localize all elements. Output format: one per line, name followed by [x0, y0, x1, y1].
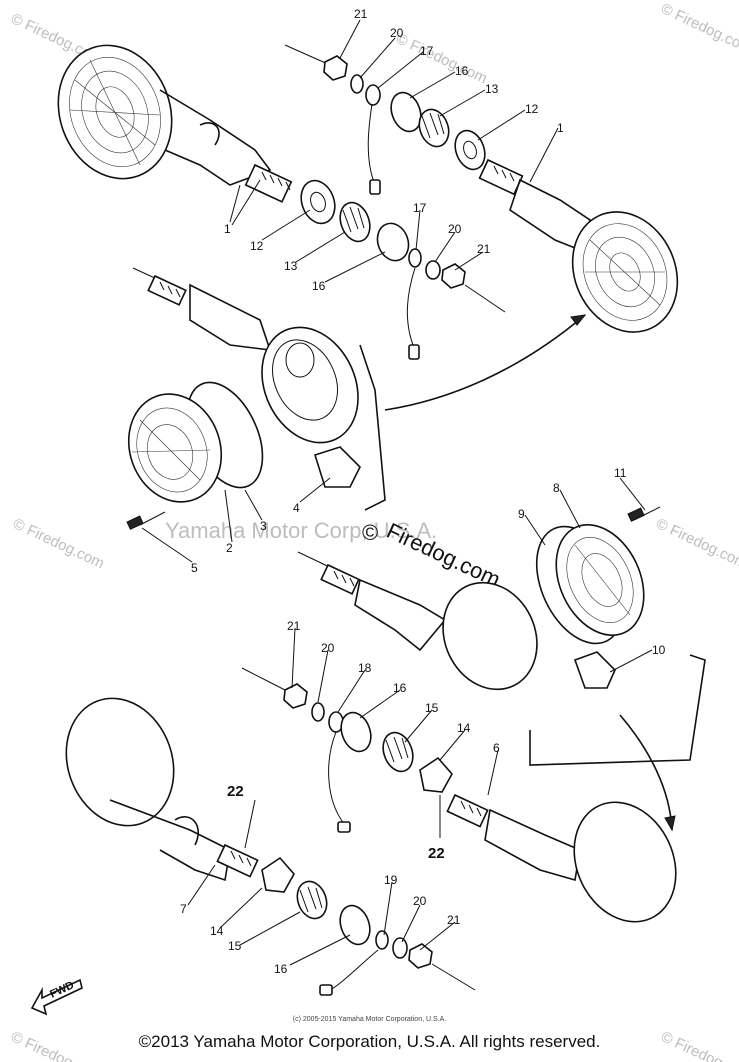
callout-14-bottom: 14 — [210, 924, 224, 938]
callout-8: 8 — [553, 481, 560, 495]
top-right-flasher-assembly — [509, 178, 679, 333]
callout-5: 5 — [191, 561, 198, 575]
callout-6: 6 — [493, 741, 500, 755]
watermark-mid-right: © Firedog.com — [653, 515, 739, 572]
top-left-hardware-chain — [300, 179, 506, 360]
callout-16-top-right: 16 — [455, 64, 469, 78]
callout-21-top-left: 21 — [477, 242, 491, 256]
callout-20-middle: 20 — [321, 641, 335, 655]
top-right-hardware-chain — [284, 44, 524, 196]
callout-7: 7 — [180, 902, 187, 916]
watermark-top-center: © Firedog.com — [393, 30, 490, 87]
callout-22-right: 22 — [428, 845, 445, 862]
callout-21-middle: 21 — [287, 619, 301, 633]
small-copyright-note: (c) 2005-2015 Yamaha Motor Corporation, … — [292, 1016, 447, 1023]
callout-3: 3 — [260, 519, 267, 533]
bottom-right-flasher-assembly — [446, 793, 677, 923]
callout-21-top-right: 21 — [354, 7, 368, 21]
middle-left-flasher-assembly — [126, 267, 587, 530]
callout-16-top-left: 16 — [312, 279, 326, 293]
callout-15-middle: 15 — [425, 701, 439, 715]
callout-4: 4 — [293, 501, 300, 515]
callout-11: 11 — [614, 466, 627, 480]
top-left-flasher-assembly — [57, 44, 293, 223]
middle-right-flasher-assembly — [297, 506, 706, 832]
callout-17-top-right: 17 — [420, 44, 434, 58]
callout-9: 9 — [518, 507, 525, 521]
callout-2: 2 — [226, 541, 233, 555]
callout-numbers: 21 20 17 16 13 12 1 1 12 13 16 17 20 21 … — [180, 7, 666, 976]
callout-10: 10 — [652, 643, 666, 657]
callout-12-top-right: 12 — [525, 102, 539, 116]
callout-19: 19 — [384, 873, 398, 887]
callout-1-top-left: 1 — [224, 222, 231, 236]
callout-12-top-left: 12 — [250, 239, 264, 253]
bottom-left-flasher-assembly — [65, 697, 476, 996]
callout-20-bottom: 20 — [413, 894, 427, 908]
watermark-firedog-center: Firedog.com — [383, 518, 504, 592]
callout-leader-lines — [141, 19, 653, 966]
forward-direction-indicator: FWD — [30, 978, 83, 1016]
callout-16-middle: 16 — [393, 681, 407, 695]
callout-21-bottom: 21 — [447, 913, 461, 927]
callout-13-top-right: 13 — [485, 82, 499, 96]
callout-13-top-left: 13 — [284, 259, 298, 273]
callout-15-bottom: 15 — [228, 939, 242, 953]
copyright-footer: ©2013 Yamaha Motor Corporation, U.S.A. A… — [138, 1032, 601, 1051]
callout-14-middle: 14 — [457, 721, 471, 735]
callout-1-top-right: 1 — [557, 121, 564, 135]
watermark-mid-left: © Firedog.com — [10, 515, 107, 572]
watermark-yamaha-center: Yamaha Motor Corp, U.S.A. — [165, 518, 437, 543]
callout-17-top-left: 17 — [413, 201, 427, 215]
watermark-top-right: © Firedog.com — [658, 0, 739, 57]
callout-16-bottom: 16 — [274, 962, 288, 976]
callout-18: 18 — [358, 661, 372, 675]
callout-22-left: 22 — [227, 783, 244, 800]
watermark-copyright-symbol: © — [362, 520, 378, 545]
callout-20-top-left: 20 — [448, 222, 462, 236]
middle-hardware-chain — [241, 667, 453, 833]
callout-20-top-right: 20 — [390, 26, 404, 40]
